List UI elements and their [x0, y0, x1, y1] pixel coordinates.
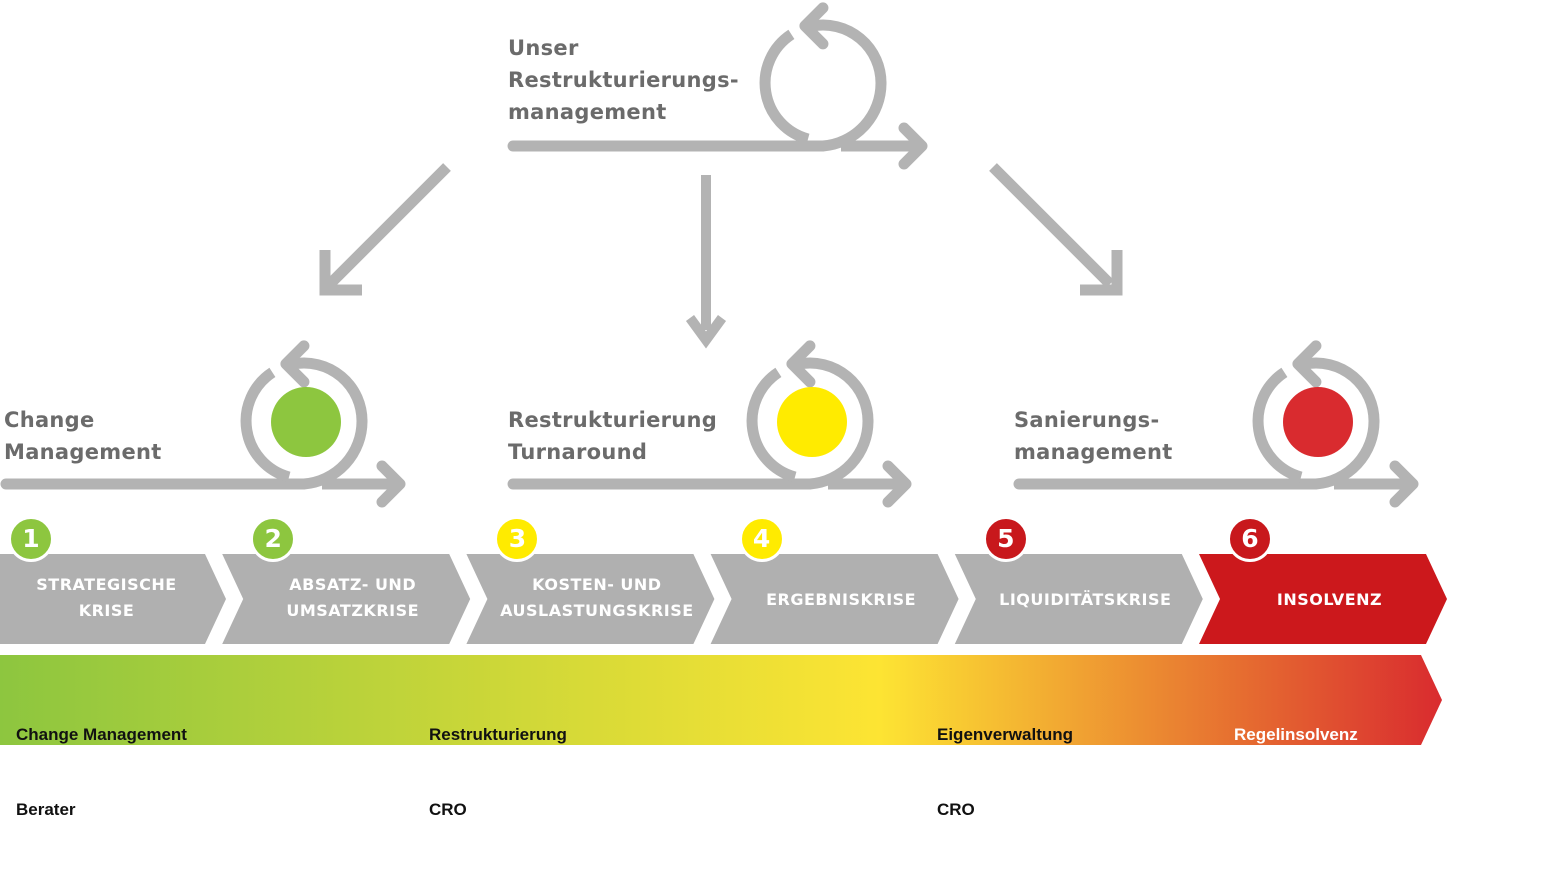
stage-label: KOSTEN- UND AUSLASTUNGSKRISE [500, 575, 694, 620]
stage-chevron-4 [710, 554, 959, 644]
stage-number-badge: 6 [1227, 516, 1273, 562]
bar-label-restrukturierung: Restrukturierung CRO [429, 672, 567, 872]
gradient-bar [0, 655, 1442, 745]
stage-number-badge: 3 [494, 516, 541, 562]
bar-label-line1: Restrukturierung [429, 725, 567, 744]
diagram-graphics [0, 2, 1447, 745]
loop-arrow-mode-2-icon [507, 340, 912, 508]
stage-label: STRATEGISCHE KRISE [36, 575, 177, 620]
loop-arrow-icon [507, 2, 928, 170]
stage-chevron-5 [954, 554, 1203, 644]
mode-title-sanierungsmanagement: Sanierungs- management [1014, 408, 1173, 464]
bar-label-line2: Berater [16, 800, 76, 819]
stage-number-badge: 5 [982, 516, 1029, 562]
stage-chevron-2 [222, 554, 471, 644]
mode-title-restrukturierung: Restrukturierung Turnaround [508, 408, 718, 464]
stage-chevron-3 [466, 554, 715, 644]
status-dot [777, 387, 847, 457]
bar-label-line1: Regelinsolvenz [1234, 725, 1358, 744]
stage-chevron-6 [1199, 554, 1447, 644]
arrow-to-change-management-icon [319, 163, 451, 296]
bar-label-line1: Change Management [16, 725, 187, 744]
stage-label: ERGEBNISKRISE [766, 590, 917, 609]
bar-label-eigenverwaltung: Eigenverwaltung CRO [937, 672, 1073, 872]
stage-label: INSOLVENZ [1276, 590, 1383, 609]
stage-number-badge: 4 [738, 516, 785, 562]
stage-label: LIQUIDITÄTSKRISE [999, 590, 1172, 609]
bar-label-regelinsolvenz: Regelinsolvenz CRO [1234, 672, 1358, 872]
bar-label-line2: CRO [429, 800, 467, 819]
stage-number-badge: 1 [8, 516, 54, 562]
status-dot [271, 387, 341, 457]
bar-label-line1: Eigenverwaltung [937, 725, 1074, 744]
stage-chevron-1 [0, 554, 226, 644]
restructuring-diagram: Unser Restrukturierungs- management Chan… [0, 2, 1447, 819]
status-dot [1283, 387, 1353, 457]
top-title: Unser Restrukturierungs- management [508, 36, 739, 124]
loop-arrow-top-icon [507, 2, 928, 170]
stage-number-badge: 2 [250, 516, 297, 562]
loop-arrow-mode-1-icon [0, 340, 406, 508]
loop-arrow-mode-3-icon [1013, 340, 1419, 508]
arrow-to-restrukturierung-icon [685, 175, 727, 349]
arrow-to-sanierungsmanagement-icon [989, 163, 1123, 296]
bar-label-line2: CRO [937, 800, 975, 819]
bar-label-line2: CRO [1234, 800, 1272, 819]
stage-label: ABSATZ- UND UMSATZKRISE [286, 575, 420, 620]
mode-title-change-management: Change Management [4, 408, 162, 464]
bar-label-change-management: Change Management Berater [16, 672, 187, 872]
